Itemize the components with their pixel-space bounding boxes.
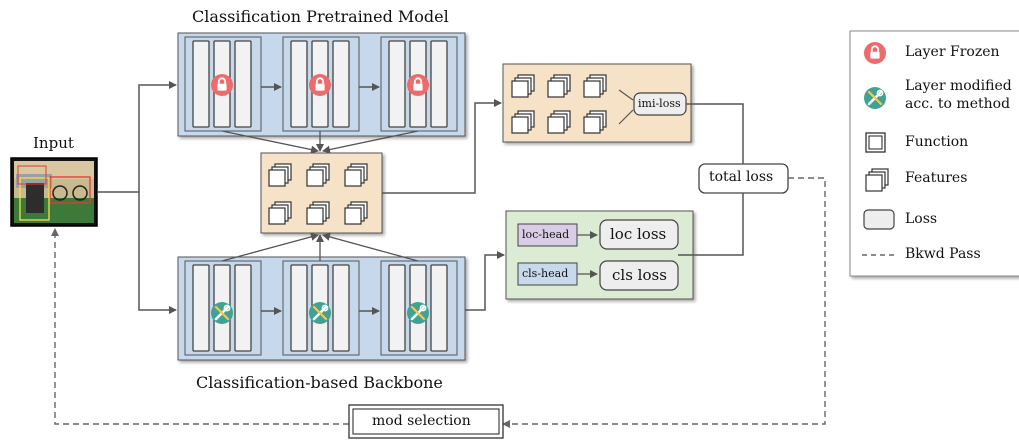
wrench-screwdriver-icon [405, 300, 431, 326]
input-image [10, 157, 98, 227]
legend-bkwd-label: Bkwd Pass [905, 246, 981, 262]
legend [849, 30, 1019, 277]
loc-head-label: loc-head [522, 228, 570, 241]
loc-loss-box [599, 219, 679, 250]
cls-loss-box [599, 260, 679, 291]
legend-modified-label-1: Layer modified [905, 78, 1012, 94]
mod-selection-label: mod selection [372, 413, 471, 429]
legend-loss-label: Loss [905, 211, 938, 227]
lock-icon [308, 73, 332, 97]
function-icon [865, 132, 886, 153]
lock-icon [406, 73, 430, 97]
loss-icon [863, 209, 895, 230]
wrench-screwdriver-icon [209, 300, 235, 326]
cls-head-label: cls-head [522, 267, 569, 280]
legend-features-label: Features [905, 170, 968, 186]
backbone-title: Classification-based Backbone [196, 373, 443, 392]
legend-modified-label-2: acc. to method [905, 96, 1011, 112]
input-label: Input [33, 134, 74, 152]
loc-loss-label: loc loss [610, 225, 667, 243]
legend-function-label: Function [905, 134, 969, 150]
mod-selection-box [348, 404, 504, 439]
pretrained-model-title: Classification Pretrained Model [192, 7, 449, 26]
lock-icon [210, 73, 234, 97]
wrench-screwdriver-icon [862, 85, 888, 111]
total-loss-label: total loss [709, 169, 774, 185]
lock-icon [863, 41, 887, 65]
cls-loss-label: cls loss [612, 266, 667, 284]
imi-loss-label: imi-loss [638, 97, 681, 110]
features-icon [865, 168, 889, 192]
legend-frozen-label: Layer Frozen [905, 44, 1000, 60]
wrench-screwdriver-icon [307, 300, 333, 326]
